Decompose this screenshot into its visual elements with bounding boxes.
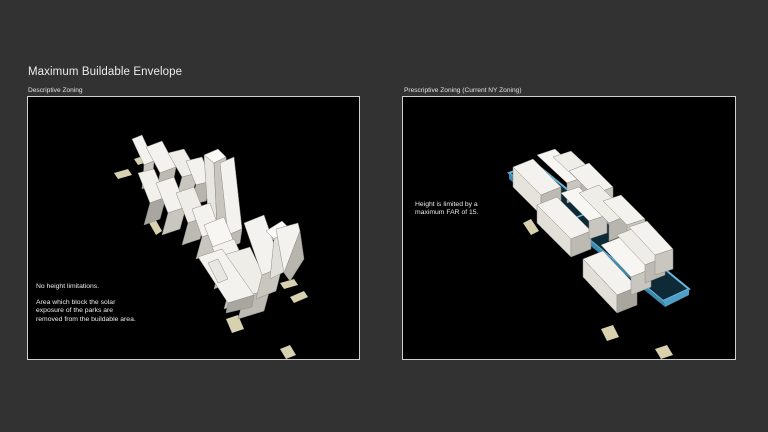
park-patch bbox=[655, 345, 673, 359]
park-patch bbox=[114, 169, 132, 179]
descriptive-envelope-diagram bbox=[114, 134, 308, 359]
park-patch bbox=[226, 315, 244, 333]
park-patch bbox=[280, 279, 298, 289]
slide-title: Maximum Buildable Envelope bbox=[28, 66, 183, 78]
note-line: Height is limited by a bbox=[415, 201, 478, 208]
park-patch bbox=[290, 291, 308, 303]
note-line: No height limitations. bbox=[36, 283, 100, 290]
note-line: Area which block the solar bbox=[36, 299, 116, 307]
prescriptive-zoning-note: Height is limited by a maximum FAR of 15… bbox=[415, 201, 478, 217]
right-panel-label: Prescriptive Zoning (Current NY Zoning) bbox=[404, 87, 522, 94]
descriptive-zoning-note: No height limitations. Area which block … bbox=[36, 283, 136, 324]
prescriptive-envelope-diagram bbox=[507, 148, 691, 359]
left-panel-label: Descriptive Zoning bbox=[28, 87, 83, 94]
building-masses bbox=[512, 148, 674, 314]
prescriptive-zoning-panel: Height is limited by a maximum FAR of 15… bbox=[402, 96, 736, 360]
descriptive-zoning-panel: No height limitations. Area which block … bbox=[27, 96, 360, 360]
note-line: maximum FAR of 15. bbox=[415, 209, 479, 217]
note-line: exposure of the parks are bbox=[36, 307, 114, 315]
park-patch bbox=[523, 219, 539, 235]
building-masses bbox=[131, 134, 305, 320]
note-line: removed from the buildable area. bbox=[36, 315, 136, 323]
park-patch bbox=[601, 325, 619, 341]
park-patch bbox=[280, 345, 296, 359]
